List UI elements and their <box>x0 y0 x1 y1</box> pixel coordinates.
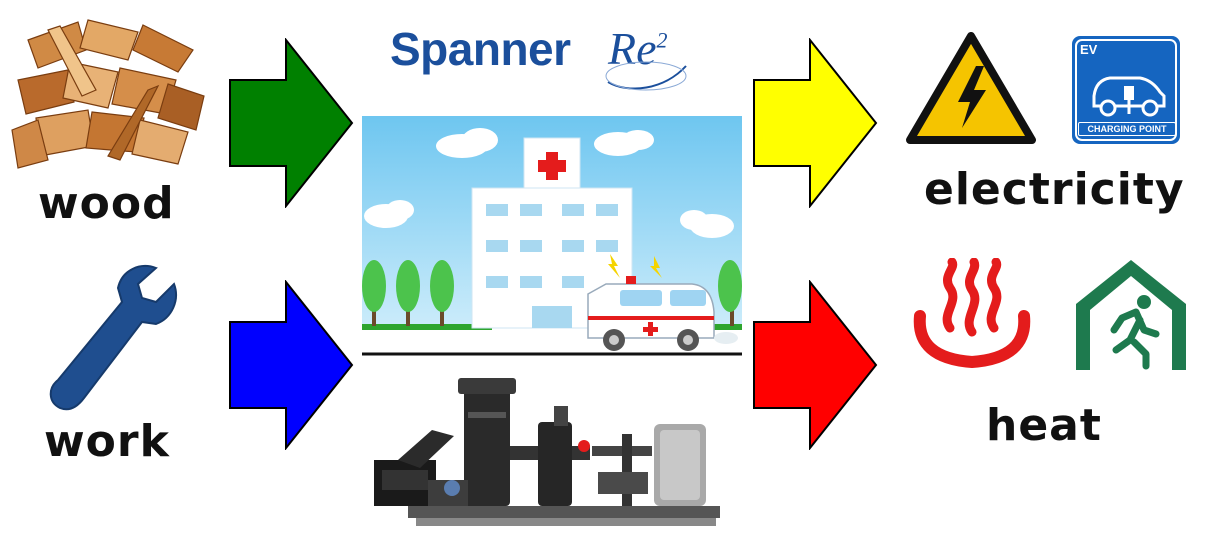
product-name: Re2 <box>608 22 668 75</box>
work-label: work <box>44 416 170 467</box>
ev-charging-icon <box>1070 34 1182 146</box>
product-name-text: Re <box>608 23 657 74</box>
chp-machine-icon <box>368 376 720 530</box>
electricity-label: electricity <box>924 164 1185 215</box>
electricity-output-arrow <box>752 38 878 208</box>
ambulance-icon <box>587 254 738 351</box>
high-voltage-icon <box>906 32 1036 144</box>
wood-input-arrow <box>228 38 354 208</box>
product-name-sup: 2 <box>656 27 668 53</box>
emergency-exit-icon <box>1074 258 1188 372</box>
ev-badge-bottom-text: CHARGING POINT <box>1078 122 1176 136</box>
heat-output-arrow <box>752 280 878 450</box>
wood-label: wood <box>38 178 175 229</box>
ev-badge-top-text: EV <box>1080 42 1098 57</box>
heat-label: heat <box>986 400 1102 451</box>
wood-chips-icon <box>8 10 210 176</box>
work-input-arrow <box>228 280 354 450</box>
brand-swoosh <box>604 60 690 92</box>
hospital-scene <box>362 116 742 356</box>
tree-group <box>362 260 742 326</box>
hot-spring-icon <box>906 258 1038 370</box>
brand-name: Spanner <box>390 23 571 75</box>
wrench-icon <box>38 262 178 412</box>
